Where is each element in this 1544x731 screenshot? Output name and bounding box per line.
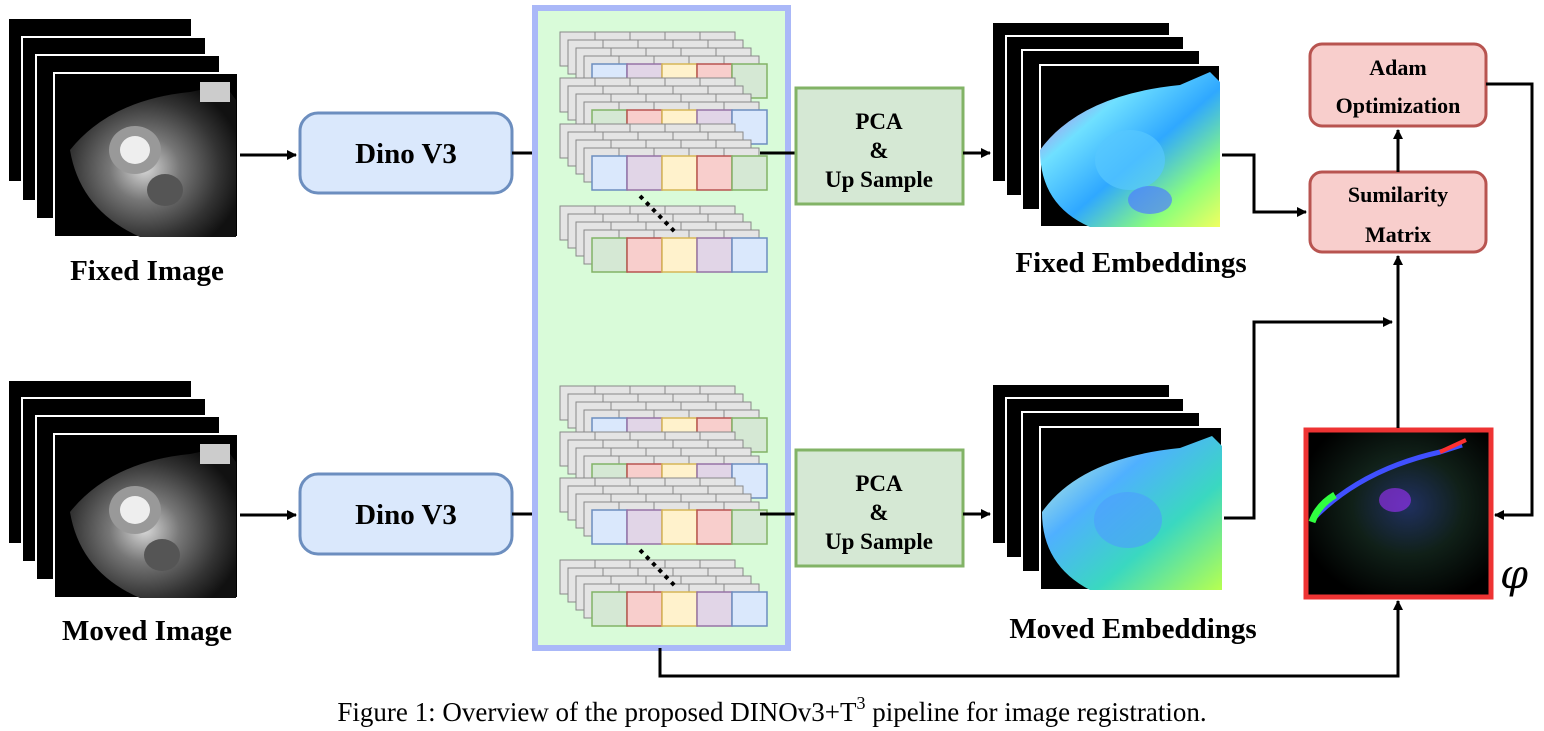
dino-encoder-top-label: Dino V3 (355, 138, 457, 170)
arrow-fixed-emb-to-similarity (1222, 153, 1307, 217)
caption-prefix: Figure 1: Overview of the proposed DINOv… (337, 697, 857, 727)
pca-bottom-line1: PCA (855, 471, 903, 496)
pca-top-line2: & (869, 138, 888, 163)
arrow-tokens-to-field (658, 600, 1403, 678)
token-cell (591, 509, 628, 545)
token-stacks-top (559, 31, 768, 273)
fixed-image-stack: Fixed Image (7, 17, 239, 287)
dino-encoder-bottom-label: Dino V3 (355, 499, 457, 531)
moved-embeddings-stack: Moved Embeddings (991, 383, 1257, 645)
arrow-moved-emb-to-similarity (1224, 317, 1393, 520)
token-cell (696, 155, 733, 191)
adam-optimization-box: Adam Optimization (1308, 42, 1488, 128)
deformation-field: φ (1303, 427, 1528, 600)
caption-superscript: 3 (856, 693, 865, 713)
phi-symbol: φ (1500, 552, 1528, 598)
fixed-embeddings-label: Fixed Embeddings (1015, 247, 1246, 279)
token-stacks-bottom (559, 385, 768, 627)
token-cell (661, 591, 698, 627)
moved-embeddings-label: Moved Embeddings (1009, 613, 1256, 645)
moved-image-label: Moved Image (62, 615, 232, 647)
token-cell (661, 237, 698, 273)
token-cell (626, 155, 663, 191)
token-cell (661, 509, 698, 545)
pca-upsample-bottom: PCA & Up Sample (794, 448, 965, 568)
pca-top-line3: Up Sample (825, 167, 933, 192)
deformation-field-icon (1303, 427, 1494, 600)
adam-line1: Adam (1369, 55, 1426, 80)
embedding-map-icon (991, 383, 1223, 591)
token-cell (626, 509, 663, 545)
token-cell (731, 509, 768, 545)
dino-encoder-bottom: Dino V3 (298, 472, 514, 556)
token-cell (731, 63, 768, 99)
similarity-line1: Sumilarity (1348, 182, 1448, 207)
mri-slice-icon (7, 17, 239, 238)
token-cell (696, 237, 733, 273)
token-cell (591, 591, 628, 627)
similarity-line2: Matrix (1365, 222, 1431, 247)
fixed-image-label: Fixed Image (70, 255, 224, 287)
token-cell (696, 509, 733, 545)
caption-suffix: pipeline for image registration. (865, 697, 1206, 727)
mri-slice-icon (7, 379, 239, 599)
pca-bottom-line2: & (869, 500, 888, 525)
dino-encoder-top: Dino V3 (298, 111, 514, 195)
token-cell (626, 591, 663, 627)
token-cell (591, 155, 628, 191)
token-cell (661, 155, 698, 191)
figure-caption: Figure 1: Overview of the proposed DINOv… (337, 693, 1206, 727)
embedding-map-icon (991, 21, 1221, 228)
pca-bottom-line3: Up Sample (825, 529, 933, 554)
fixed-embeddings-stack: Fixed Embeddings (991, 21, 1247, 279)
token-cell (591, 237, 628, 273)
token-cell (696, 591, 733, 627)
pca-upsample-top: PCA & Up Sample (794, 86, 965, 206)
similarity-matrix-box: Sumilarity Matrix (1308, 170, 1488, 254)
arrow-adam-to-field (1486, 82, 1534, 520)
pca-top-line1: PCA (855, 109, 903, 134)
token-cell (731, 155, 768, 191)
token-cell (626, 237, 663, 273)
token-cell (731, 237, 768, 273)
token-cell (731, 591, 768, 627)
adam-line2: Optimization (1336, 93, 1461, 118)
moved-image-stack: Moved Image (7, 379, 239, 647)
